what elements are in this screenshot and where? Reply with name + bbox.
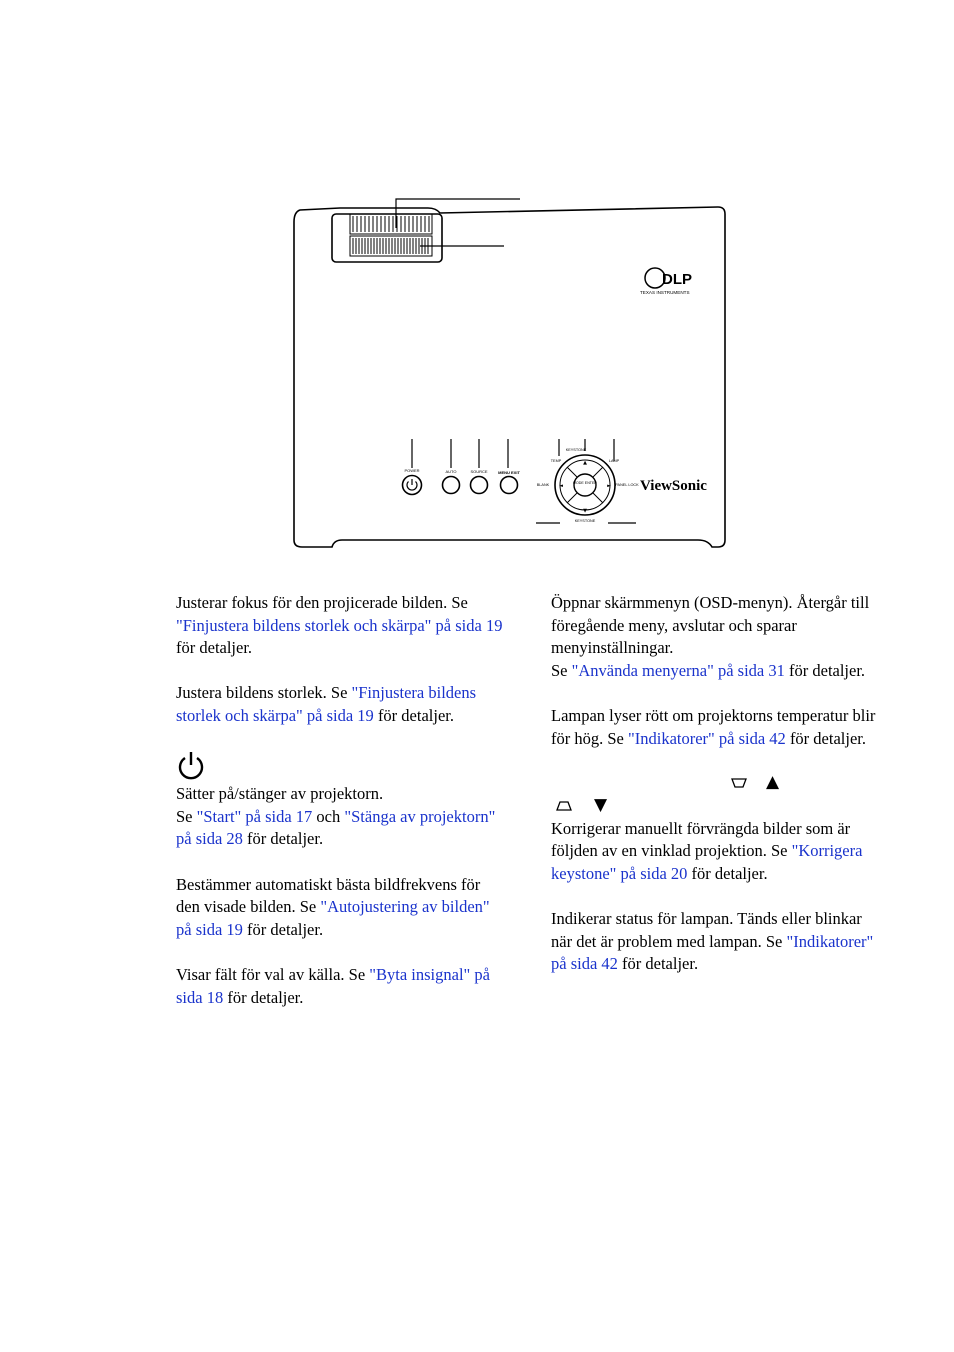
- body-text: Justerar fokus för den projicerade bilde…: [176, 593, 468, 612]
- projector-control-panel-diagram: DLP TEXAS INSTRUMENTS POWER AUTO SOURCE …: [293, 198, 726, 548]
- body-text: för detaljer.: [617, 954, 699, 974]
- description-paragraph: Lampan lyser rött om projektorns tempera…: [551, 705, 881, 750]
- power-button-label: POWER: [404, 468, 419, 473]
- body-text: för detaljer.: [223, 987, 304, 1007]
- keystone-down-arrow-icon: ▼: [594, 794, 608, 815]
- keystone-down-trapezoid-icon: [556, 801, 572, 811]
- cross-reference-link[interactable]: "Byta insignal" på sida 18: [176, 964, 490, 1007]
- description-paragraph: Justera bildens storlek. Se "Finjustera …: [176, 682, 506, 727]
- body-text: Justera bildens storlek. Se: [176, 683, 352, 703]
- auto-button-label: AUTO: [445, 469, 456, 474]
- dlp-logo-subtext: TEXAS INSTRUMENTS: [640, 290, 690, 295]
- body-text: Se: [176, 806, 197, 826]
- body-text: för detaljer.: [242, 919, 324, 939]
- source-button[interactable]: [469, 475, 489, 495]
- keystone-top-label: KEYSTONE: [566, 448, 587, 452]
- cross-reference-link[interactable]: "Indikatorer" på sida 42: [551, 931, 874, 974]
- panel-lock-label: PANEL LOCK: [615, 483, 639, 487]
- dpad: [554, 454, 616, 516]
- description-paragraph: Bestämmer automatiskt bästa bildfrekvens…: [176, 874, 506, 942]
- body-text: Se: [551, 660, 572, 680]
- body-text: för detaljer.: [176, 638, 253, 658]
- body-text: för detaljer.: [687, 863, 768, 883]
- cross-reference-link[interactable]: "Autojustering av bilden" på sida 19: [176, 897, 490, 939]
- body-text: Sätter på/stänger av projektorn.: [176, 784, 384, 804]
- dpad-left-button[interactable]: ◄: [559, 483, 563, 489]
- ring-callout-lines: [395, 198, 520, 247]
- menu-exit-button[interactable]: [499, 475, 519, 495]
- blank-label: BLANK: [537, 483, 550, 487]
- body-text: för detaljer.: [373, 705, 454, 725]
- lens-focus-zoom-rings: [331, 213, 443, 263]
- body-text: för detaljer.: [242, 829, 324, 849]
- body-text: Lampan lyser rött om projektorns tempera…: [551, 705, 876, 748]
- menu-exit-button-label: MENU EXIT: [498, 470, 520, 475]
- dpad-right-button[interactable]: ►: [607, 483, 611, 489]
- body-text: för detaljer.: [785, 728, 866, 748]
- cross-reference-link[interactable]: "Indikatorer" på sida 42: [628, 728, 786, 748]
- body-text: Visar fält för val av källa. Se: [176, 964, 370, 984]
- cross-reference-link[interactable]: "Stänga av projektorn" på sida 28: [176, 806, 496, 849]
- description-paragraph: Sätter på/stänger av projektorn.Se "Star…: [176, 750, 506, 851]
- description-paragraph: Öppnar skärmmenyn (OSD-menyn). Återgår t…: [551, 592, 881, 682]
- mode-enter-button[interactable]: MODE ENTER: [573, 481, 597, 485]
- temp-indicator-label: TEMP: [551, 459, 562, 463]
- button-callout-lines: [411, 439, 636, 524]
- keystone-up-trapezoid-icon: [731, 778, 747, 788]
- projector-body-outline: [293, 206, 726, 548]
- right-description-column: Öppnar skärmmenyn (OSD-menyn). Återgår t…: [551, 592, 881, 999]
- cross-reference-link[interactable]: "Använda menyerna" på sida 31: [571, 660, 785, 680]
- left-description-column: Justerar fokus för den projicerade bilde…: [176, 592, 506, 1032]
- keystone-up-arrow-icon: ▲: [766, 771, 780, 792]
- body-text: och: [312, 806, 345, 826]
- cross-reference-link[interactable]: "Finjustera bildens storlek och skärpa" …: [176, 683, 477, 725]
- body-text: Bestämmer automatiskt bästa bildfrekvens…: [176, 874, 481, 917]
- description-paragraph: Visar fält för val av källa. Se "Byta in…: [176, 964, 506, 1009]
- power-icon: [178, 752, 204, 780]
- dlp-logo-text: DLP: [662, 271, 692, 288]
- cross-reference-link[interactable]: "Start" på sida 17: [196, 806, 313, 826]
- brand-logo: ViewSonic: [640, 478, 707, 494]
- description-paragraph: Justerar fokus för den projicerade bilde…: [176, 592, 506, 660]
- dpad-up-button[interactable]: ▲: [583, 460, 587, 466]
- description-paragraph: Indikerar status för lampan. Tänds eller…: [551, 908, 881, 976]
- lamp-indicator-label: LAMP: [609, 459, 620, 463]
- keystone-key-symbols: ▲▼: [551, 771, 881, 818]
- auto-button[interactable]: [441, 475, 461, 495]
- body-text: Öppnar skärmmenyn (OSD-menyn). Återgår t…: [551, 593, 870, 658]
- dlp-logo: DLP TEXAS INSTRUMENTS: [640, 267, 692, 295]
- keystone-bottom-label: KEYSTONE: [575, 519, 596, 523]
- body-text: Indikerar status för lampan. Tänds eller…: [551, 909, 862, 951]
- source-button-label: SOURCE: [470, 469, 487, 474]
- cross-reference-link[interactable]: "Finjustera bildens storlek och skärpa" …: [176, 615, 503, 635]
- power-button[interactable]: [401, 474, 423, 496]
- description-paragraph: ▲▼Korrigerar manuellt förvrängda bilder …: [551, 771, 881, 886]
- body-text: Korrigerar manuellt förvrängda bilder so…: [551, 818, 851, 861]
- body-text: för detaljer.: [784, 660, 866, 680]
- cross-reference-link[interactable]: "Korrigera keystone" på sida 20: [551, 841, 863, 883]
- dpad-down-button[interactable]: ▼: [583, 508, 587, 514]
